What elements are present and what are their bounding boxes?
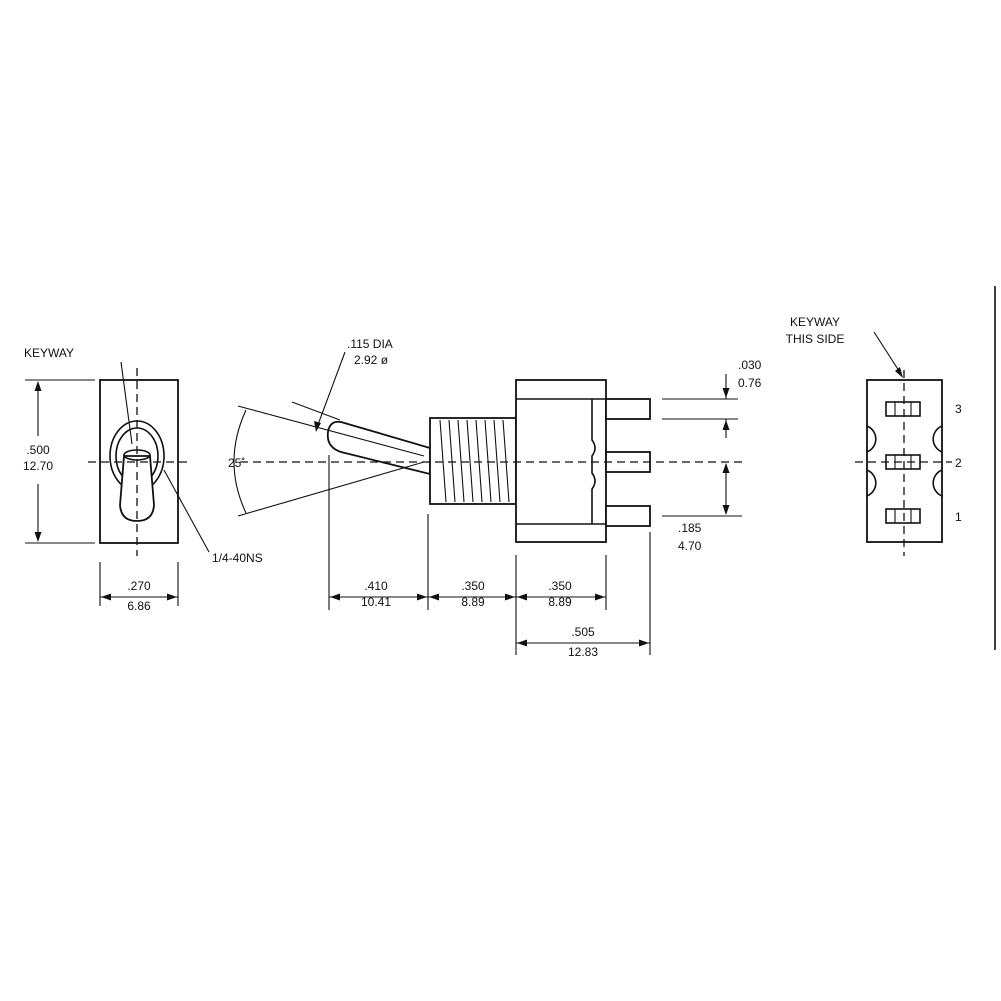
side-pin-pitch-mm: 4.70	[678, 539, 702, 553]
angle-line-top	[237, 405, 425, 457]
pin-thk-arrow-top	[722, 388, 730, 398]
slot-1	[885, 508, 921, 524]
thread-leader	[163, 469, 210, 553]
side-pin-pitch-in: .185	[678, 521, 702, 535]
terminal-label-2: 2	[955, 456, 962, 470]
case-internal-contour	[591, 399, 596, 524]
pin-3	[605, 398, 651, 420]
side-pin-thk-mm: 0.76	[738, 376, 762, 390]
notch-left-lower	[866, 469, 877, 497]
pin-thk-arrow-bottom	[722, 420, 730, 430]
bottom-keyway-arrow	[895, 367, 903, 378]
notch-right-lower	[932, 469, 943, 497]
width-arrow-right	[167, 593, 177, 601]
lever-len-arrow-right	[417, 593, 427, 601]
side-overall-mm: 12.83	[568, 645, 598, 659]
bushing-threads	[439, 419, 510, 503]
side-bushing-len-mm: 8.89	[461, 595, 485, 609]
side-lever-dia-mm: 2.92 ø	[354, 353, 389, 367]
pin-pitch-arrow-top	[722, 463, 730, 473]
case-len-arrow-left	[517, 593, 527, 601]
side-bushing-len-in: .350	[461, 579, 485, 593]
side-lever-len-mm: 10.41	[361, 595, 391, 609]
bottom-keyway-line2: THIS SIDE	[786, 332, 845, 346]
lever-dia-leader	[315, 351, 346, 431]
pin-1	[605, 505, 651, 527]
side-case-len-in: .350	[548, 579, 572, 593]
side-pin-thk-in: .030	[738, 358, 762, 372]
side-angle-label: 25˚	[228, 456, 245, 470]
side-overall-in: .505	[571, 625, 595, 639]
bushing-len-arrow-left	[429, 593, 439, 601]
front-thread-label: 1/4-40NS	[212, 551, 263, 565]
angle-line-bottom	[237, 461, 425, 517]
pin-pitch-arrow-bottom	[722, 505, 730, 515]
terminal-label-1: 1	[955, 510, 962, 524]
side-lever-dia-in: .115 DIA	[347, 337, 393, 351]
bushing-len-arrow-right	[505, 593, 515, 601]
side-bushing	[429, 417, 517, 505]
overall-arrow-left	[517, 639, 527, 647]
overall-arrow-right	[639, 639, 649, 647]
notch-right-upper	[932, 425, 943, 453]
side-case	[515, 379, 607, 543]
side-view: 25˚ .115 DIA 2.92 ø .410 10.41 .350 8.89…	[228, 337, 762, 659]
slot-3	[885, 401, 921, 417]
case-len-arrow-right	[595, 593, 605, 601]
lever-dia-arrow	[314, 421, 321, 432]
bottom-keyway-line1: KEYWAY	[790, 315, 840, 329]
front-width-in: .270	[127, 579, 151, 593]
notch-left-upper	[866, 425, 877, 453]
front-height-in: .500	[26, 443, 50, 457]
height-arrow-top	[34, 381, 42, 391]
side-lever	[326, 420, 431, 476]
lever-dia-ext	[291, 401, 341, 421]
lever-len-arrow-left	[330, 593, 340, 601]
keyway-leader	[120, 361, 133, 445]
angle-arc	[233, 409, 247, 514]
side-case-len-mm: 8.89	[548, 595, 572, 609]
side-lever-len-in: .410	[364, 579, 388, 593]
height-arrow-bottom	[34, 532, 42, 542]
front-width-mm: 6.86	[127, 599, 151, 613]
width-arrow-left	[101, 593, 111, 601]
front-view: KEYWAY 1/4-40NS .500 12.70 .270 6.86	[23, 346, 263, 613]
front-keyway-label: KEYWAY	[24, 346, 74, 360]
bottom-view: KEYWAY THIS SIDE 3 2 1	[786, 315, 962, 556]
front-height-mm: 12.70	[23, 459, 53, 473]
terminal-label-3: 3	[955, 402, 962, 416]
bottom-keyway-leader	[873, 331, 902, 375]
